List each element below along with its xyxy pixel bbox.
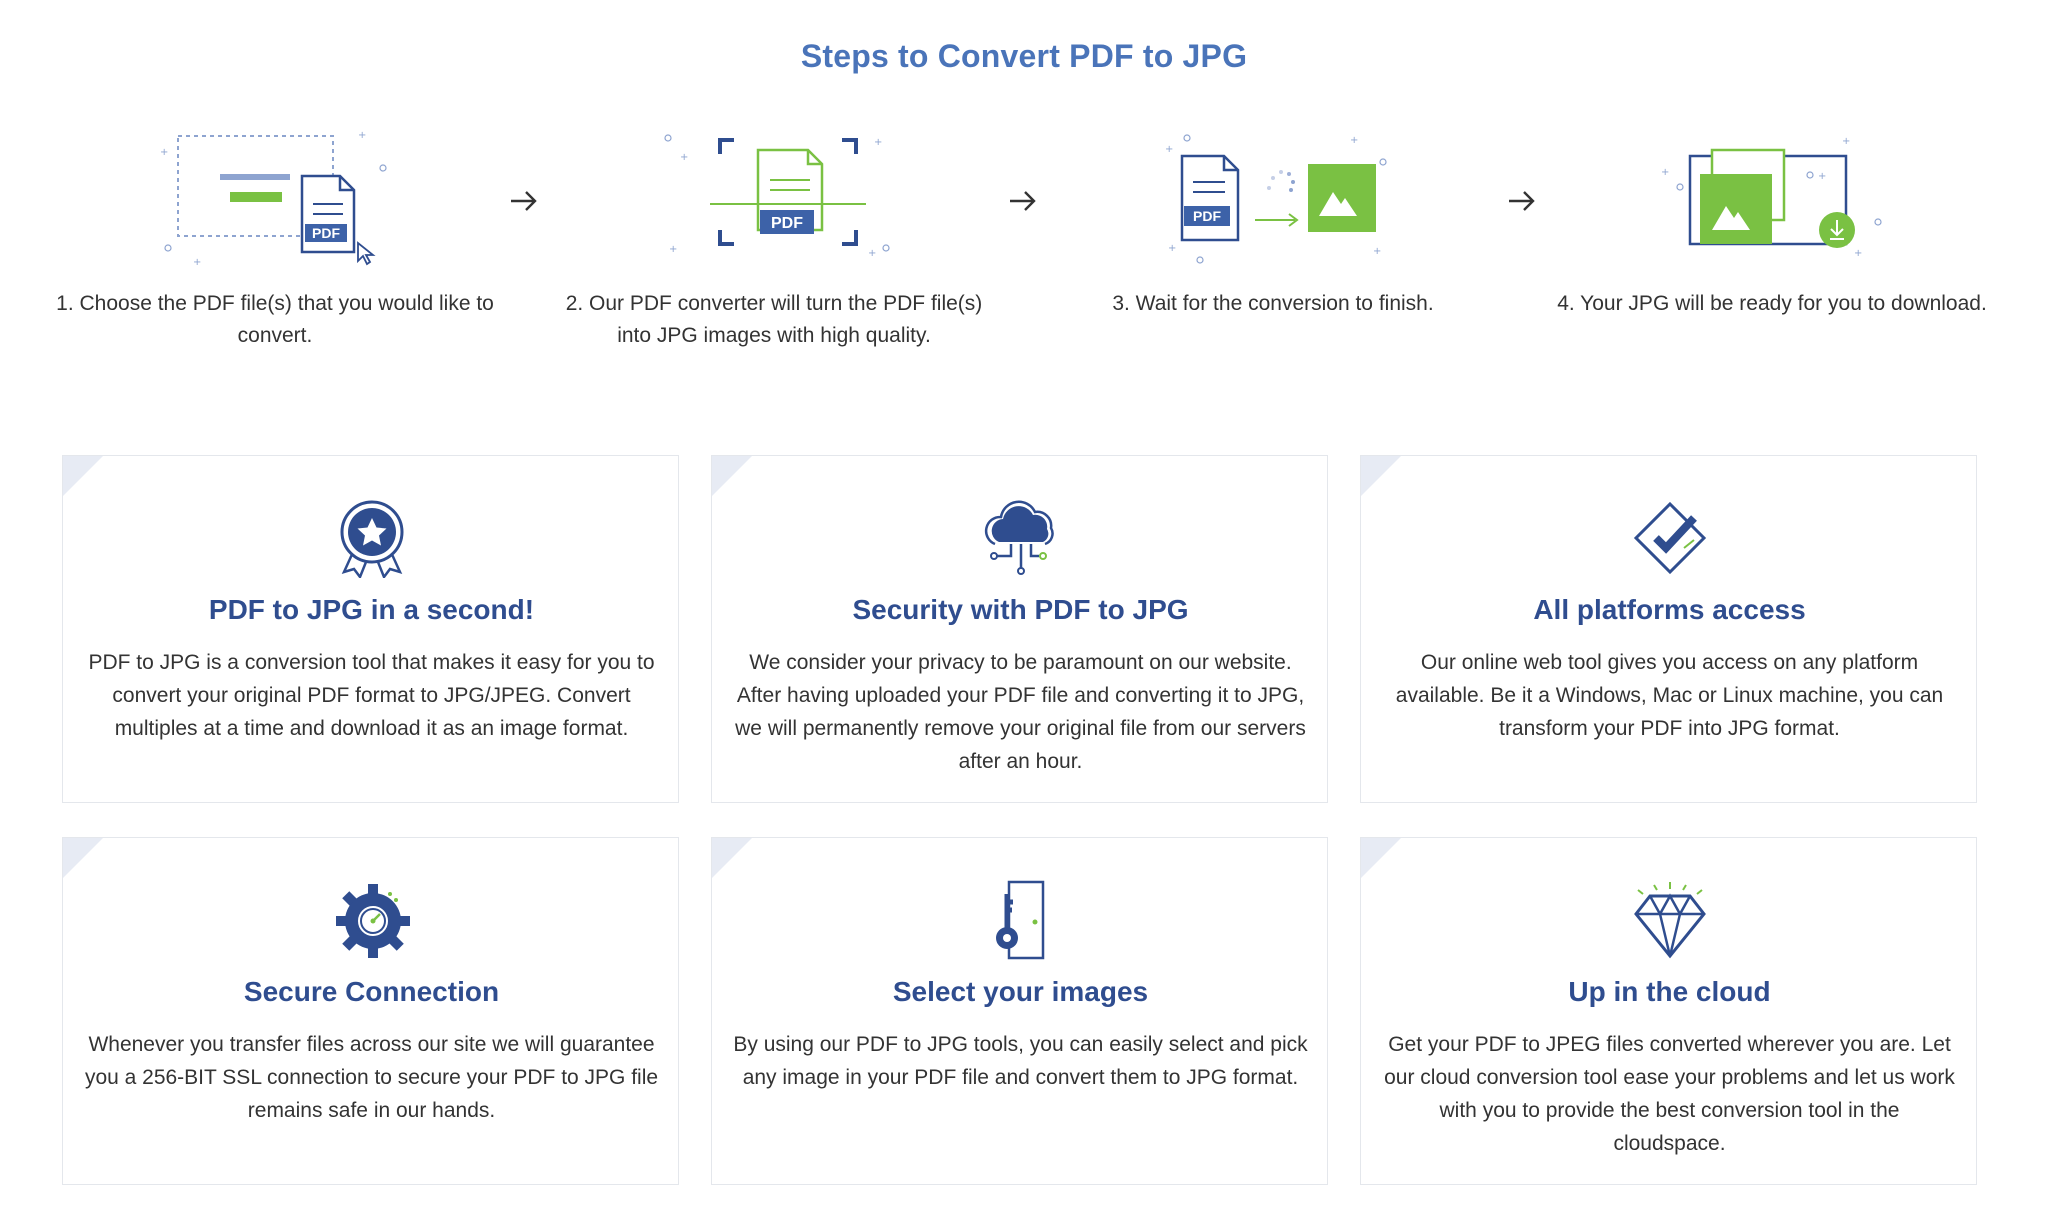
feature-text: We consider your privacy to be paramount… bbox=[735, 651, 1306, 773]
pdf-convert-icon: PDF + + + + bbox=[1165, 134, 1387, 264]
svg-text:+: + bbox=[1842, 136, 1850, 147]
svg-text:+: + bbox=[160, 147, 168, 158]
svg-text:+: + bbox=[1168, 243, 1176, 254]
feature-card: All platforms access Our online web tool… bbox=[1360, 455, 1977, 803]
svg-text:PDF: PDF bbox=[1193, 208, 1221, 224]
svg-text:+: + bbox=[1165, 144, 1173, 155]
feature-card: Select your images By using our PDF to J… bbox=[711, 837, 1328, 1185]
feature-card: Security with PDF to JPG We consider you… bbox=[711, 455, 1328, 803]
card-corner-decoration bbox=[63, 838, 103, 878]
award-badge-icon bbox=[340, 500, 403, 578]
card-corner-decoration bbox=[1361, 838, 1401, 878]
svg-text:+: + bbox=[193, 257, 201, 268]
step-2-text: 2. Our PDF converter will turn the PDF f… bbox=[565, 292, 983, 347]
arrow-right-icon bbox=[1010, 191, 1036, 211]
diamond-icon bbox=[1633, 882, 1706, 959]
feature-title: Up in the cloud bbox=[1568, 976, 1771, 1007]
svg-text:+: + bbox=[1818, 171, 1826, 182]
card-corner-decoration bbox=[63, 456, 103, 496]
arrow-right-icon bbox=[1509, 191, 1535, 211]
card-corner-decoration bbox=[712, 838, 752, 878]
feature-title: Secure Connection bbox=[243, 976, 500, 1007]
feature-title: Security with PDF to JPG bbox=[852, 594, 1189, 625]
feature-title: PDF to JPG in a second! bbox=[208, 594, 535, 625]
svg-text:+: + bbox=[669, 244, 677, 255]
page-title: Steps to Convert PDF to JPG bbox=[800, 38, 1248, 74]
step-4-text: 4. Your JPG will be ready for you to dow… bbox=[1557, 292, 1987, 315]
svg-text:PDF: PDF bbox=[771, 215, 803, 232]
gear-timer-icon bbox=[335, 884, 410, 958]
svg-text:+: + bbox=[1854, 248, 1862, 259]
feature-card: PDF to JPG in a second! PDF to JPG is a … bbox=[62, 455, 679, 803]
svg-text:+: + bbox=[874, 137, 882, 148]
feature-text: PDF to JPG is a conversion tool that mak… bbox=[88, 651, 655, 740]
svg-text:+: + bbox=[358, 130, 366, 141]
step-3-text: 3. Wait for the conversion to finish. bbox=[1112, 292, 1434, 315]
feature-text: Get your PDF to JPEG files converted whe… bbox=[1384, 1033, 1955, 1155]
svg-text:+: + bbox=[1373, 246, 1381, 257]
card-corner-decoration bbox=[712, 456, 752, 496]
steps-section: PDF + + + 1. Choose the PDF file(s) that… bbox=[0, 118, 2048, 378]
step-pdf-label: PDF bbox=[312, 225, 340, 241]
cloud-network-icon bbox=[984, 500, 1054, 575]
feature-title: All platforms access bbox=[1533, 594, 1806, 625]
feature-text: Whenever you transfer files across our s… bbox=[84, 1033, 659, 1122]
feature-card: Secure Connection Whenever you transfer … bbox=[62, 837, 679, 1185]
arrow-right-icon bbox=[511, 191, 537, 211]
svg-text:+: + bbox=[680, 152, 688, 163]
feature-title: Select your images bbox=[892, 976, 1149, 1007]
svg-text:+: + bbox=[1350, 135, 1358, 146]
checkmark-diamond-icon bbox=[1633, 501, 1706, 575]
pdf-scan-icon: PDF + + + + bbox=[664, 134, 890, 259]
feature-card: Up in the cloud Get your PDF to JPEG fil… bbox=[1360, 837, 1977, 1185]
jpg-download-icon: + + + + bbox=[1661, 136, 1882, 259]
svg-text:+: + bbox=[868, 248, 876, 259]
svg-text:+: + bbox=[1661, 167, 1669, 178]
feature-text: By using our PDF to JPG tools, you can e… bbox=[733, 1033, 1308, 1089]
card-corner-decoration bbox=[1361, 456, 1401, 496]
pdf-select-icon: PDF + + + bbox=[160, 130, 387, 268]
feature-text: Our online web tool gives you access on … bbox=[1395, 651, 1944, 740]
step-1-text: 1. Choose the PDF file(s) that you would… bbox=[56, 292, 494, 347]
key-door-icon bbox=[995, 880, 1044, 960]
